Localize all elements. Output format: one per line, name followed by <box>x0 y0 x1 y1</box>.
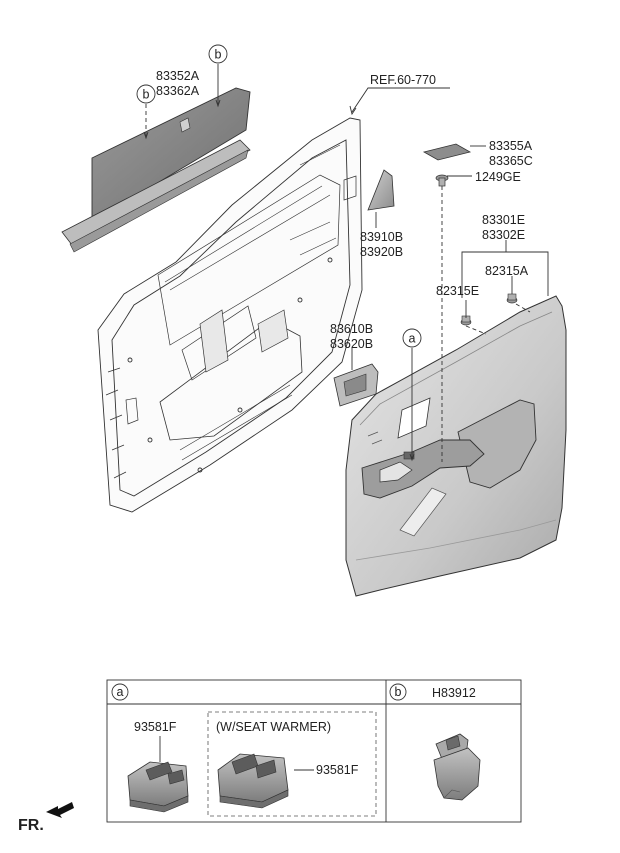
label-ref: REF.60-770 <box>370 73 436 87</box>
label-83355A: 83355A <box>489 139 533 153</box>
leader-lines <box>143 64 549 462</box>
svg-text:a: a <box>117 685 124 699</box>
callout-b-left: b <box>136 84 156 104</box>
front-arrow-icon <box>46 802 74 818</box>
svg-text:FR.: FR. <box>18 817 44 834</box>
label-83910B: 83910B <box>360 230 403 244</box>
svg-text:b: b <box>215 48 222 62</box>
label-83610B: 83610B <box>330 322 373 336</box>
label-83352A: 83352A <box>156 69 200 83</box>
legend-option-note: (W/SEAT WARMER) <box>216 720 331 734</box>
part-83301E-door-trim <box>345 295 567 597</box>
door-frame <box>97 117 363 513</box>
part-83610B-handle <box>333 363 379 407</box>
label-83620B: 83620B <box>330 337 373 351</box>
legend-switch-part-2: 93581F <box>316 763 359 777</box>
svg-text:b: b <box>395 685 402 699</box>
label-83302E: 83302E <box>482 228 525 242</box>
svg-text:H83912: H83912 <box>432 686 476 700</box>
part-82315A-clip <box>506 293 518 304</box>
label-83365C: 83365C <box>489 154 533 168</box>
part-1249GE-clip <box>435 174 449 187</box>
window-switch-seat-warmer-icon <box>217 753 289 809</box>
legend-table: a b H83912 93581F (W/SEAT WARMER) 93581F <box>106 679 522 823</box>
label-83362A: 83362A <box>156 84 200 98</box>
front-direction-indicator: FR. <box>18 802 74 834</box>
legend-cell-a-header: a <box>111 683 129 701</box>
svg-text:b: b <box>143 88 150 102</box>
legend-switch-part-1: 93581F <box>134 720 177 734</box>
legend-cell-b-header: b H83912 <box>389 683 476 701</box>
window-switch-icon <box>127 761 189 813</box>
grommet-H83912-icon <box>433 733 481 801</box>
label-82315A: 82315A <box>485 264 529 278</box>
label-83920B: 83920B <box>360 245 403 259</box>
label-1249GE: 1249GE <box>475 170 521 184</box>
label-82315E: 82315E <box>436 284 479 298</box>
callout-a: a <box>402 328 422 348</box>
part-83352A-film <box>61 87 251 253</box>
callout-b-top: b <box>208 44 228 64</box>
part-83355A-pad <box>422 143 472 161</box>
label-83301E: 83301E <box>482 213 525 227</box>
svg-text:a: a <box>409 332 416 346</box>
part-82315E-clip <box>460 315 472 326</box>
part-83910B-trim <box>367 169 395 211</box>
